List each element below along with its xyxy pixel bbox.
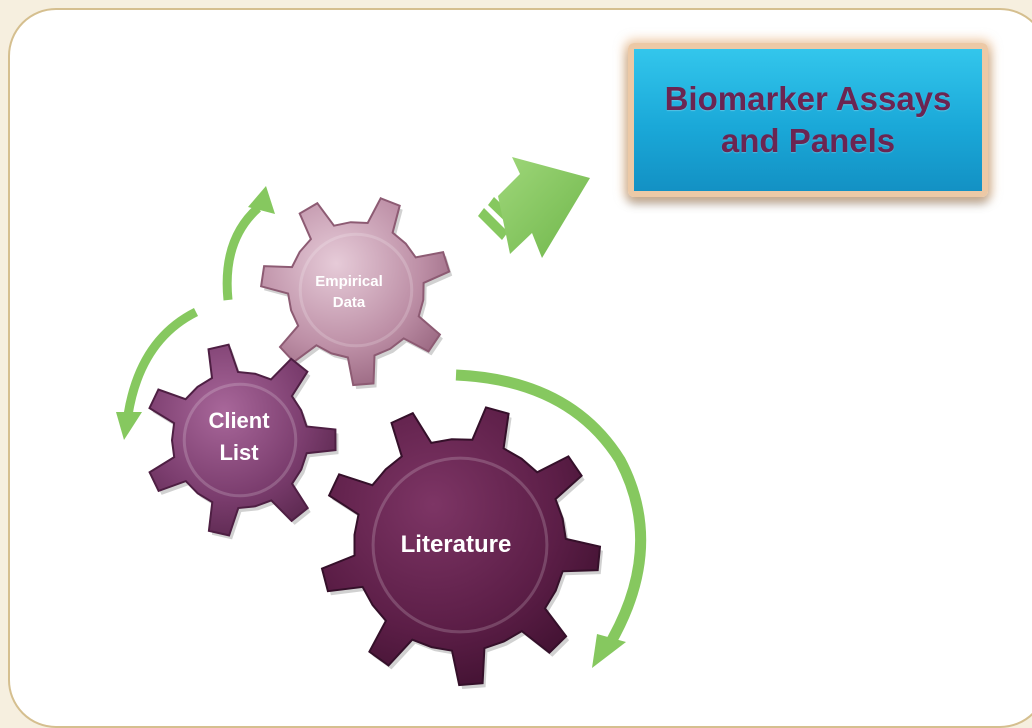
gear-label-literature: Literature <box>401 531 512 558</box>
output-arrow <box>478 157 590 258</box>
cycle-arrow-top <box>222 186 275 301</box>
biomarker-output-box: Biomarker Assays and Panels <box>628 43 988 197</box>
gear-client-list <box>148 343 339 540</box>
cycle-arrow-right <box>455 369 647 668</box>
gear-label-empirical: Empirical <box>315 273 383 290</box>
output-box-line-2: and Panels <box>720 122 896 159</box>
gear-label-client: Client <box>208 408 270 433</box>
gear-empirical-data <box>259 197 453 389</box>
gear-label-data: Data <box>333 294 366 311</box>
output-box-line-1: Biomarker Assays <box>664 80 952 117</box>
gear-literature <box>320 406 603 689</box>
cycle-arrow-left <box>116 307 199 440</box>
output-box-title: Biomarker Assays and Panels <box>665 78 952 162</box>
gear-label-list: List <box>219 440 259 465</box>
